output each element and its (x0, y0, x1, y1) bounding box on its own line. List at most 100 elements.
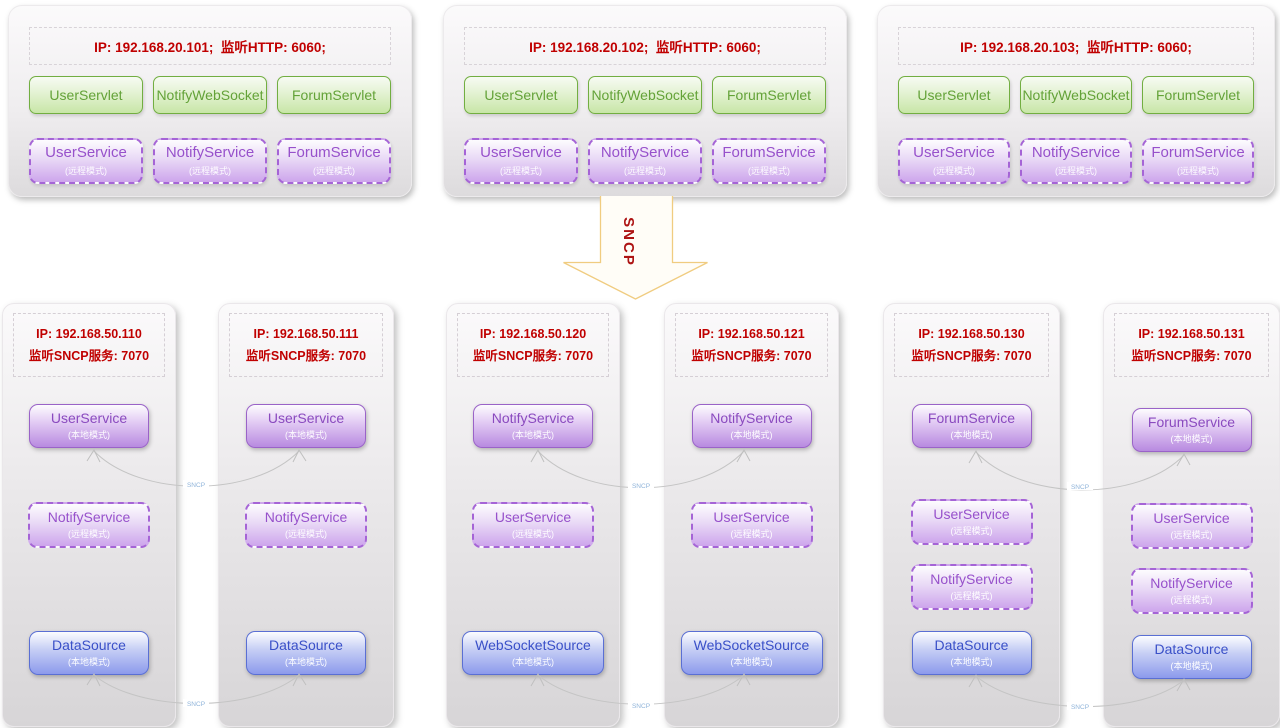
listen-line: 监听SNCP服务: 7070 (1131, 348, 1252, 363)
service-mode: (本地模式) (1170, 661, 1213, 672)
service-mode: (远程模式) (313, 165, 355, 176)
userservice-remote-box: UserService (远程模式) (898, 138, 1010, 184)
listen-line: 监听SNCP服务: 7070 (245, 348, 367, 363)
userservice-remote-box: UserService (远程模式) (690, 502, 813, 548)
service-mode: (远程模式) (933, 165, 975, 176)
service-name: ForumService (722, 144, 816, 162)
service-name: NotifyService (1031, 144, 1121, 162)
service-name: ForumService (1151, 144, 1245, 162)
forumservice-remote-box: ForumService (远程模式) (712, 138, 826, 184)
service-mode: (远程模式) (189, 165, 231, 176)
service-mode: (远程模式) (68, 529, 110, 540)
service-mode: (远程模式) (730, 529, 773, 540)
service-name: NotifyService (47, 508, 131, 525)
top-server-panel-101: IP: 192.168.20.101; 监听HTTP: 6060; UserSe… (8, 5, 412, 197)
service-mode: (本地模式) (68, 657, 110, 668)
service-mode: (远程模式) (1177, 165, 1219, 176)
top-server-panel-103: IP: 192.168.20.103; 监听HTTP: 6060; UserSe… (877, 5, 1275, 197)
ip-info-box: IP: 192.168.50.121 监听SNCP服务: 7070 (675, 313, 828, 377)
service-name: UserService (933, 505, 1010, 522)
servlet-row: UserServlet NotifyWebSocket ForumServlet (29, 76, 391, 114)
service-mode: (本地模式) (512, 657, 554, 668)
forumservlet-box: ForumServlet (277, 76, 391, 114)
service-name: ForumService (927, 409, 1016, 426)
service-name: UserService (45, 144, 127, 162)
service-mode: (本地模式) (512, 430, 554, 441)
connector-label: SNCP (632, 703, 650, 710)
ip-info-box: IP: 192.168.50.130 监听SNCP服务: 7070 (894, 313, 1049, 377)
service-name: NotifyService (930, 570, 1013, 587)
service-mode: (远程模式) (748, 165, 790, 176)
notifyservice-local-box: NotifyService (本地模式) (473, 404, 593, 448)
service-name: NotifyService (491, 409, 575, 426)
notifyservice-remote-box: NotifyService (远程模式) (28, 502, 150, 548)
service-name: DataSource (1154, 640, 1229, 657)
service-name: NotifyService (1150, 574, 1233, 591)
listen-line: 监听SNCP服务: 7070 (28, 348, 150, 363)
notifyservice-remote-box: NotifyService (远程模式) (1130, 568, 1253, 614)
service-mode: (本地模式) (730, 430, 773, 441)
service-name: UserService (713, 508, 790, 525)
ip-line: IP: 192.168.50.131 (1138, 326, 1245, 341)
service-name: WebSocketSource (475, 636, 591, 653)
servlet-row: UserServlet NotifyWebSocket ForumServlet (464, 76, 826, 114)
bottom-server-panel-120: IP: 192.168.50.120 监听SNCP服务: 7070 Notify… (446, 303, 620, 727)
notifyservice-remote-box: NotifyService (远程模式) (910, 564, 1033, 610)
service-mode: (远程模式) (500, 165, 542, 176)
service-name: NotifyService (264, 508, 348, 525)
userservlet-box: UserServlet (898, 76, 1010, 114)
service-name: DataSource (934, 636, 1009, 653)
sncp-down-arrow (563, 196, 708, 300)
connector-label: SNCP (187, 701, 205, 708)
ip-line: IP: 192.168.50.111 (253, 326, 359, 341)
notifywebsocket-box: NotifyWebSocket (1020, 76, 1132, 114)
notifyservice-remote-box: NotifyService (远程模式) (1020, 138, 1132, 184)
service-name: DataSource (52, 636, 126, 653)
ip-info-box: IP: 192.168.50.131 监听SNCP服务: 7070 (1114, 313, 1269, 377)
ip-info-box: IP: 192.168.50.110 监听SNCP服务: 7070 (13, 313, 165, 377)
bottom-server-panel-111: IP: 192.168.50.111 监听SNCP服务: 7070 UserSe… (218, 303, 394, 727)
bottom-server-panel-121: IP: 192.168.50.121 监听SNCP服务: 7070 Notify… (664, 303, 839, 727)
listen-line: 监听SNCP服务: 7070 (691, 348, 812, 363)
service-name: DataSource (269, 636, 343, 653)
ip-info-box: IP: 192.168.50.120 监听SNCP服务: 7070 (457, 313, 609, 377)
bottom-server-panel-131: IP: 192.168.50.131 监听SNCP服务: 7070 ForumS… (1103, 303, 1280, 727)
userservlet-box: UserServlet (464, 76, 578, 114)
service-name: WebSocketSource (693, 636, 810, 653)
label-mask (628, 701, 654, 709)
top-server-panel-102: IP: 192.168.20.102; 监听HTTP: 6060; UserSe… (443, 5, 847, 197)
service-name: UserService (494, 508, 572, 525)
connector-label: SNCP (187, 482, 205, 489)
ip-info-text: IP: 192.168.20.103; 监听HTTP: 6060; (960, 40, 1192, 55)
ip-info-box: IP: 192.168.50.111 监听SNCP服务: 7070 (229, 313, 383, 377)
service-mode: (本地模式) (1170, 434, 1213, 445)
sncp-arrow-label: SNCP (620, 217, 637, 267)
ip-info-text: IP: 192.168.20.102; 监听HTTP: 6060; (529, 40, 761, 55)
notifyservice-remote-box: NotifyService (远程模式) (153, 138, 267, 184)
service-name: UserService (480, 144, 562, 162)
datasource-box: DataSource (本地模式) (29, 631, 149, 675)
service-mode: (远程模式) (285, 529, 327, 540)
service-name: UserService (50, 409, 128, 426)
notifyservice-local-box: NotifyService (本地模式) (691, 404, 812, 448)
notifywebsocket-box: NotifyWebSocket (153, 76, 267, 114)
service-mode: (本地模式) (730, 657, 773, 668)
service-mode: (本地模式) (950, 657, 993, 668)
servlet-row: UserServlet NotifyWebSocket ForumServlet (898, 76, 1254, 114)
bottom-server-panel-130: IP: 192.168.50.130 监听SNCP服务: 7070 ForumS… (883, 303, 1060, 727)
service-mode: (本地模式) (285, 430, 327, 441)
remote-service-row: UserService (远程模式) NotifyService (远程模式) … (29, 138, 391, 184)
ip-line: IP: 192.168.50.110 (36, 326, 142, 341)
forumservlet-box: ForumServlet (712, 76, 826, 114)
userservice-remote-box: UserService (远程模式) (1130, 503, 1253, 549)
websocketsource-box: WebSocketSource (本地模式) (462, 631, 604, 675)
remote-service-row: UserService (远程模式) NotifyService (远程模式) … (898, 138, 1254, 184)
forumservice-remote-box: ForumService (远程模式) (277, 138, 391, 184)
service-mode: (远程模式) (624, 165, 666, 176)
userservice-remote-box: UserService (远程模式) (472, 502, 594, 548)
ip-line: IP: 192.168.50.121 (698, 326, 805, 341)
ip-info-box: IP: 192.168.20.103; 监听HTTP: 6060; (898, 27, 1254, 65)
websocketsource-box: WebSocketSource (本地模式) (680, 631, 823, 675)
listen-line: 监听SNCP服务: 7070 (911, 348, 1032, 363)
label-mask (1067, 482, 1093, 490)
